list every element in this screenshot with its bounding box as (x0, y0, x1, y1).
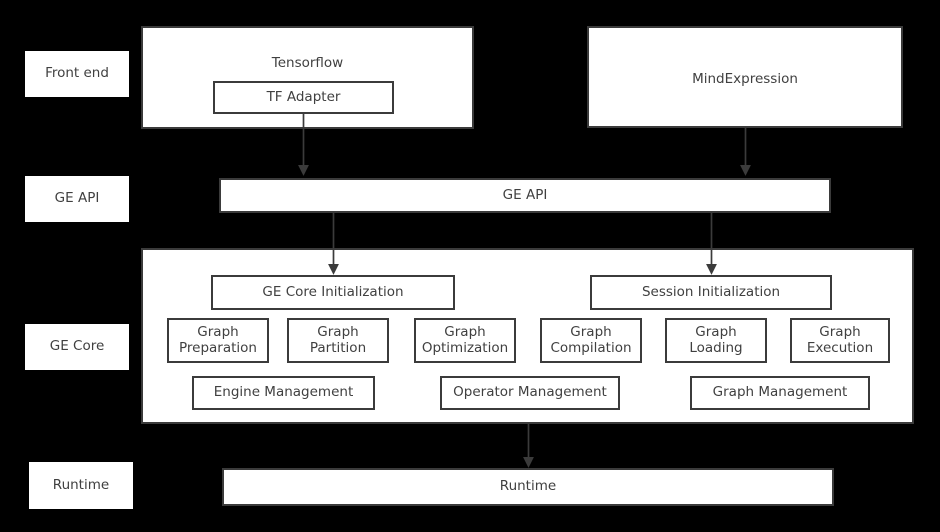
tf-adapter-label: TF Adapter (266, 88, 341, 105)
graph-loading-line1: Graph (695, 323, 737, 340)
ge-api-bar[interactable]: GE API (219, 178, 831, 213)
runtime-bar[interactable]: Runtime (222, 468, 834, 506)
mindexpression-container (587, 26, 903, 128)
graph-management-box[interactable]: Graph Management (690, 376, 870, 410)
graph-compilation-line1: Graph (570, 323, 612, 340)
graph-preparation-line1: Graph (197, 323, 239, 340)
stage-label-ge-core-text: GE Core (49, 338, 105, 355)
stage-label-ge-api: GE API (25, 176, 129, 222)
graph-optimization-line2: Optimization (421, 339, 509, 356)
session-initialization-label: Session Initialization (641, 283, 781, 300)
graph-preparation-line2: Preparation (179, 339, 257, 356)
stage-label-front-end: Front end (25, 51, 129, 97)
operator-management-label: Operator Management (453, 384, 607, 401)
stage-label-ge-api-text: GE API (54, 190, 100, 207)
mindexpression-label: MindExpression (692, 71, 798, 87)
ge-api-bar-label: GE API (502, 186, 548, 203)
stage-label-runtime-text: Runtime (52, 476, 110, 493)
operator-management-box[interactable]: Operator Management (440, 376, 620, 410)
graph-execution-line2: Execution (806, 339, 874, 356)
tensorflow-label: Tensorflow (271, 55, 344, 71)
graph-optimization-line1: Graph (444, 323, 486, 340)
stage-label-runtime: Runtime (29, 462, 133, 509)
stage-label-ge-core: GE Core (25, 324, 129, 370)
graph-loading-line2: Loading (689, 339, 743, 356)
graph-management-label: Graph Management (712, 384, 848, 401)
runtime-bar-label: Runtime (499, 478, 557, 495)
tf-adapter-box[interactable]: TF Adapter (213, 81, 394, 114)
stage-label-front-end-text: Front end (45, 65, 109, 82)
ge-core-initialization-box[interactable]: GE Core Initialization (211, 275, 455, 310)
engine-management-label: Engine Management (213, 384, 354, 401)
graph-partition-line1: Graph (317, 323, 359, 340)
session-initialization-box[interactable]: Session Initialization (590, 275, 832, 310)
graph-execution-line1: Graph (819, 323, 861, 340)
engine-management-box[interactable]: Engine Management (192, 376, 375, 410)
graph-partition-line2: Partition (309, 339, 367, 356)
graph-compilation-line2: Compilation (550, 339, 632, 356)
ge-core-initialization-label: GE Core Initialization (262, 283, 404, 300)
